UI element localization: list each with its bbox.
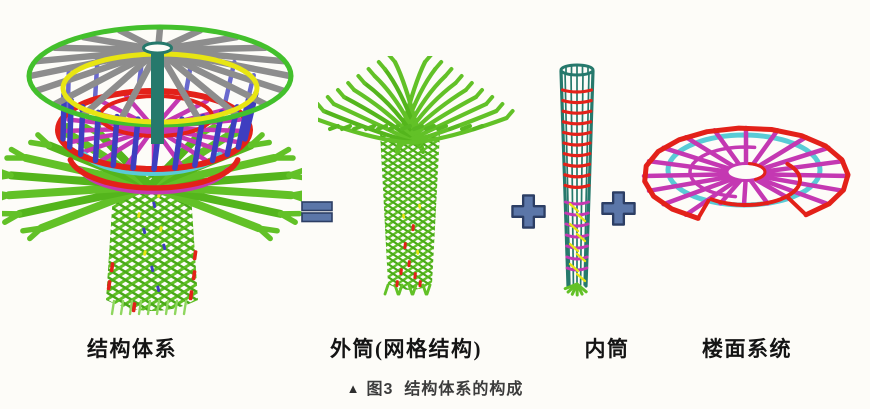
outer-tube-image [318,56,515,296]
plus-icon [510,193,547,235]
label-inner-tube: 内筒 [584,337,630,361]
label-structural-system: 结构体系 [87,337,177,361]
floor-system-rendering [628,112,868,242]
outer-tube-rendering [318,56,518,300]
triangle-icon: ▲ [346,381,360,396]
inner-tube-rendering [552,60,602,302]
structural-system-image [2,24,302,316]
structural-system-rendering [2,4,302,334]
label-outer-tube: 外筒(网格结构) [330,337,482,361]
floor-system-image [641,125,851,221]
label-floor-system: 楼面系统 [702,337,792,361]
inner-tube-image [559,63,595,297]
plus-icon [600,190,637,232]
figure-caption-text: 图3 结构体系的构成 [366,381,524,398]
figure-caption: ▲ 图3 结构体系的构成 [0,375,870,399]
equals-icon [301,199,333,230]
